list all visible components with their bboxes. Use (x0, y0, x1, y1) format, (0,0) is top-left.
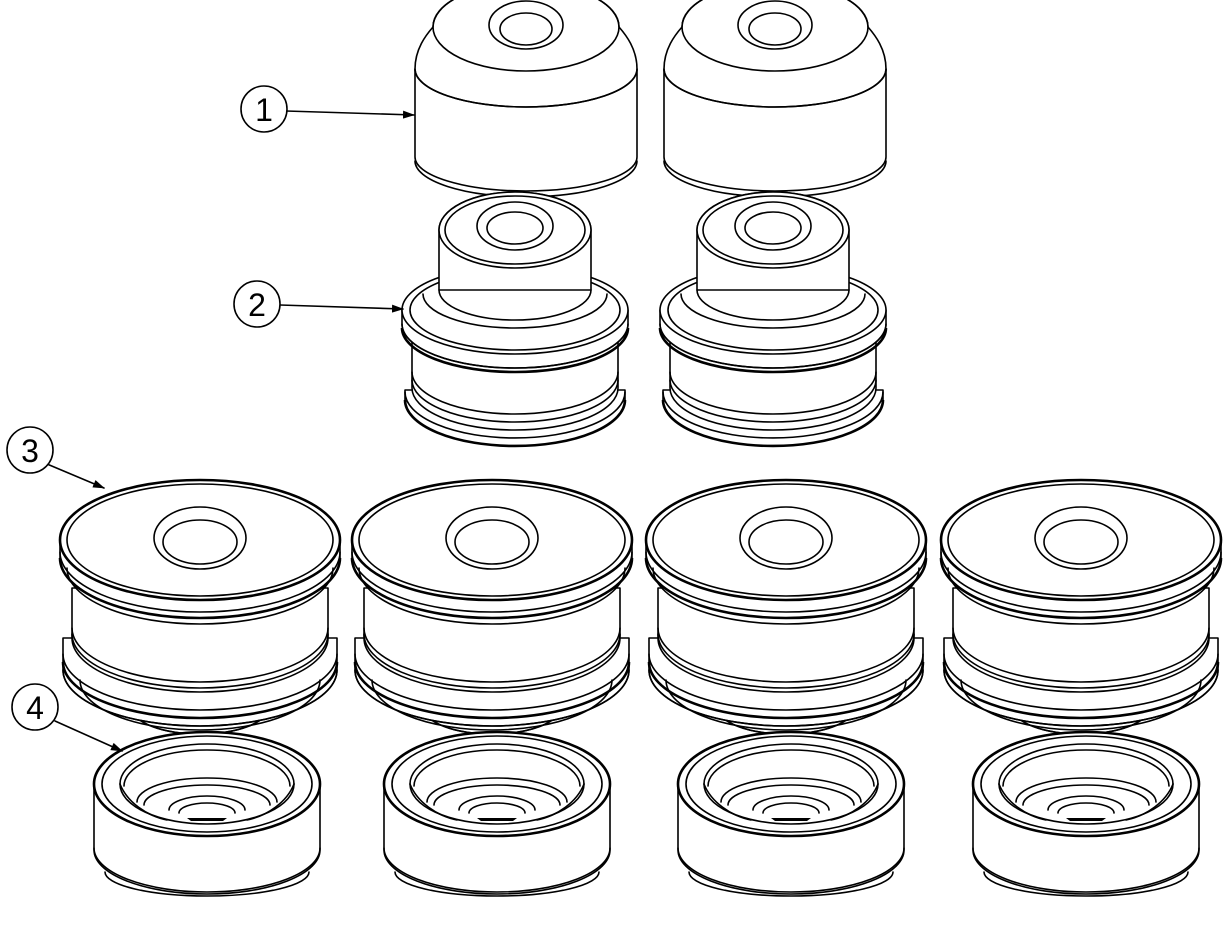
callout-2: 2 (233, 280, 281, 328)
callout-3: 3 (6, 426, 54, 474)
part-2-bushing (658, 190, 888, 448)
part-3-bushing (58, 478, 342, 736)
part-4-cup-washer (971, 730, 1201, 898)
part-3-bushing (350, 478, 634, 736)
callout-4: 4 (11, 683, 59, 731)
callout-1: 1 (240, 85, 288, 133)
part-4-cup-washer (382, 730, 612, 898)
part-2-bushing (400, 190, 630, 448)
leader-line-4 (54, 720, 123, 752)
callout-4-label: 4 (26, 690, 44, 726)
part-4-cup-washer (676, 730, 906, 898)
callout-1-label: 1 (255, 92, 273, 128)
callout-3-label: 3 (21, 433, 39, 469)
leader-line-1 (285, 110, 415, 119)
part-3-bushing (644, 478, 928, 736)
leader-line-2 (279, 304, 404, 313)
part-1-cap (414, 0, 638, 198)
part-1-cap (663, 0, 887, 198)
callout-2-label: 2 (248, 287, 266, 323)
part-4-cup-washer (92, 730, 322, 898)
leader-line-3 (46, 463, 105, 489)
part-3-bushing (939, 478, 1223, 736)
